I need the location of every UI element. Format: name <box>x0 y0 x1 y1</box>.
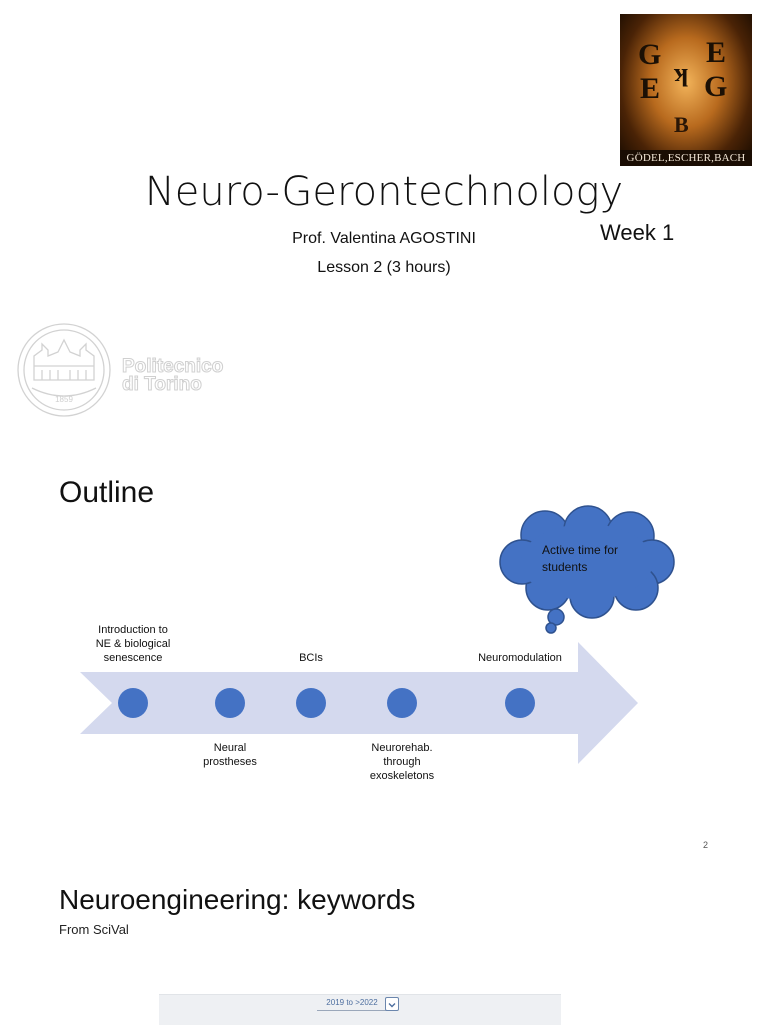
slide-title: Neuro-Gerontechnology <box>144 169 624 215</box>
milestone-label-bcis: BCIs <box>299 652 323 664</box>
milestone-dot <box>296 688 326 718</box>
cover-caption: GÖDEL,ESCHER,BACH <box>620 150 752 166</box>
outline-timeline-diagram <box>80 505 675 764</box>
scival-filter-bar <box>159 994 561 1025</box>
timeline-arrow <box>80 642 638 764</box>
milestone-dot <box>387 688 417 718</box>
year-range-dropdown-button[interactable] <box>385 997 399 1011</box>
politecnico-logo: 1859 Politecnico di Torino <box>17 323 224 417</box>
logo-year: 1859 <box>55 395 73 404</box>
cover-glyph: ʞ <box>674 58 689 87</box>
year-range-select[interactable]: 2019 to >2022 <box>317 996 387 1011</box>
milestone-label-neural-prostheses: Neural prostheses <box>203 742 257 768</box>
lesson-info: Lesson 2 (3 hours) <box>317 259 451 276</box>
milestone-label-neuromodulation: Neuromodulation <box>478 652 562 664</box>
milestone-dot <box>215 688 245 718</box>
cover-glyph: G <box>638 38 662 71</box>
page-number: 2 <box>703 840 709 850</box>
milestone-label-intro: Introduction to NE & biological senescen… <box>95 624 171 664</box>
cover-glyph: B <box>674 112 689 137</box>
outline-heading: Outline <box>59 476 155 509</box>
cover-glyph: G <box>704 70 728 103</box>
milestone-label-neurorehab: Neurorehab. through exoskeletons <box>369 742 435 782</box>
cover-glyph: E <box>640 72 661 105</box>
milestone-dot <box>505 688 535 718</box>
source-note: From SciVal <box>59 922 129 937</box>
logo-name-line1: Politecnico <box>122 356 223 377</box>
book-cover-image: G E E G ʞ B GÖDEL,ESCHER,BACH <box>620 14 752 166</box>
professor-name: Prof. Valentina AGOSTINI <box>292 230 476 247</box>
chevron-down-icon <box>388 1003 396 1008</box>
week-label: Week 1 <box>600 220 675 245</box>
logo-name-line2: di Torino <box>122 374 202 395</box>
cover-glyph: E <box>706 36 727 69</box>
thought-cloud <box>499 505 675 634</box>
cloud-text: Active time for students <box>542 543 619 574</box>
keywords-heading: Neuroengineering: keywords <box>59 884 416 915</box>
milestone-dot <box>118 688 148 718</box>
